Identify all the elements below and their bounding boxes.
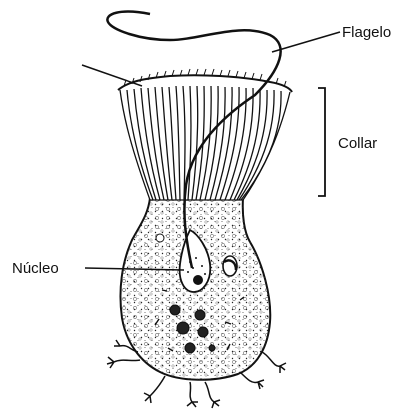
label-flagelo: Flagelo — [342, 24, 391, 41]
label-collar: Collar — [338, 135, 377, 152]
label-nucleo: Núcleo — [12, 260, 59, 277]
vacuole — [156, 234, 164, 242]
flagelo-leader — [272, 32, 340, 52]
collar-pointer — [82, 65, 142, 86]
collar — [118, 69, 292, 200]
collar-bracket — [318, 88, 325, 196]
